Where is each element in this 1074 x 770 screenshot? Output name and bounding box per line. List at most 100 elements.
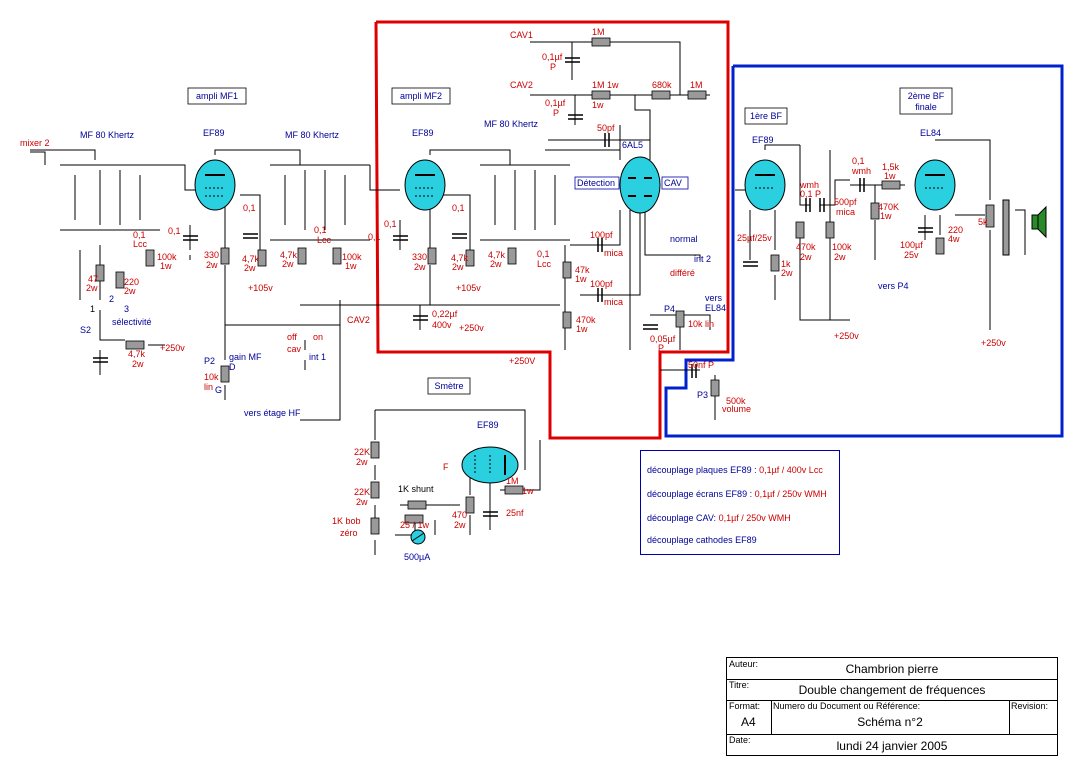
svg-text:1w: 1w bbox=[592, 100, 604, 110]
svg-text:Smètre: Smètre bbox=[434, 381, 463, 391]
svg-text:mica: mica bbox=[836, 207, 855, 217]
block-bf1: 1ère BF bbox=[744, 107, 788, 125]
svg-text:2: 2 bbox=[109, 294, 114, 304]
numero-value: Schéma n°2 bbox=[857, 715, 923, 729]
svg-text:Lcc: Lcc bbox=[317, 235, 332, 245]
svg-text:2w: 2w bbox=[282, 259, 294, 269]
svg-text:zéro: zéro bbox=[340, 528, 358, 538]
labels: mixer 2 MF 80 Khertz MF 80 Khertz MF 80 … bbox=[20, 30, 941, 562]
svg-text:EL84: EL84 bbox=[705, 303, 726, 313]
svg-text:0,1: 0,1 bbox=[168, 226, 181, 236]
svg-text:1M 1w: 1M 1w bbox=[592, 80, 619, 90]
svg-text:0,22µf: 0,22µf bbox=[432, 309, 458, 319]
shunt-label: 1K shunt bbox=[398, 484, 434, 494]
gain-mf-label: gain MF bbox=[229, 352, 262, 362]
svg-text:lin: lin bbox=[204, 382, 213, 392]
svg-text:2w: 2w bbox=[414, 262, 426, 272]
volume-label: volume bbox=[722, 404, 751, 414]
svg-text:0,1: 0,1 bbox=[314, 225, 327, 235]
note-cav: découplage CAV: bbox=[647, 513, 719, 523]
p3-label: P3 bbox=[697, 390, 708, 400]
svg-text:1: 1 bbox=[90, 304, 95, 314]
svg-text:1ère BF: 1ère BF bbox=[750, 111, 783, 121]
svg-text:0,1µf: 0,1µf bbox=[545, 98, 566, 108]
cav2-label: CAV2 bbox=[510, 80, 533, 90]
vers-p4: vers P4 bbox=[878, 281, 909, 291]
note-cathodes: découplage cathodes EF89 bbox=[647, 535, 757, 545]
svg-text:470K: 470K bbox=[878, 202, 899, 212]
int2-label: int 2 bbox=[694, 254, 711, 264]
normal-label: normal bbox=[670, 234, 698, 244]
svg-text:+105v: +105v bbox=[248, 283, 273, 293]
format-value: A4 bbox=[741, 715, 756, 729]
svg-text:finale: finale bbox=[915, 102, 937, 112]
svg-text:2w: 2w bbox=[452, 262, 464, 272]
svg-text:10k: 10k bbox=[204, 372, 219, 382]
svg-text:2w: 2w bbox=[206, 260, 218, 270]
svg-text:0,1: 0,1 bbox=[243, 203, 256, 213]
titre-label: Titre: bbox=[729, 680, 750, 690]
mf80c-label: MF 80 Khertz bbox=[484, 119, 539, 129]
ef89c-label: EF89 bbox=[752, 135, 774, 145]
notes-box: découplage plaques EF89 : 0,1µf / 400v L… bbox=[640, 450, 840, 555]
svg-text:470k: 470k bbox=[796, 242, 816, 252]
block-smetre: Smètre bbox=[427, 377, 471, 395]
svg-text:1w: 1w bbox=[522, 486, 534, 496]
note-ecrans: découplage écrans EF89 : bbox=[647, 489, 755, 499]
svg-text:330: 330 bbox=[412, 252, 427, 262]
svg-text:0,05µf: 0,05µf bbox=[650, 334, 676, 344]
svg-text:25 / 1w: 25 / 1w bbox=[400, 520, 430, 530]
svg-text:0,1 P: 0,1 P bbox=[800, 189, 821, 199]
cav2b-label: CAV2 bbox=[347, 315, 370, 325]
svg-text:2w: 2w bbox=[356, 497, 368, 507]
svg-text:4,7k: 4,7k bbox=[242, 254, 260, 264]
ef89b-label: EF89 bbox=[412, 128, 434, 138]
svg-text:1w: 1w bbox=[575, 274, 587, 284]
svg-text:4,7k: 4,7k bbox=[280, 250, 298, 260]
svg-text:+250V: +250V bbox=[509, 356, 535, 366]
svg-text:2w: 2w bbox=[86, 283, 98, 293]
svg-text:+105v: +105v bbox=[456, 283, 481, 293]
svg-text:500k: 500k bbox=[726, 396, 746, 406]
capacitors bbox=[93, 57, 933, 517]
svg-text:100pf: 100pf bbox=[590, 279, 613, 289]
bf-frame bbox=[664, 64, 1064, 438]
svg-text:1M: 1M bbox=[592, 27, 605, 37]
differe-label: différé bbox=[670, 268, 695, 278]
svg-text:2w: 2w bbox=[781, 268, 793, 278]
block-mf2: ampli MF2 bbox=[391, 87, 451, 105]
svg-text:330: 330 bbox=[204, 250, 219, 260]
auteur-label: Auteur: bbox=[729, 659, 759, 669]
svg-text:mica: mica bbox=[604, 248, 623, 258]
svg-text:1k: 1k bbox=[781, 259, 791, 269]
svg-text:+250v: +250v bbox=[160, 343, 185, 353]
svg-text:0,1: 0,1 bbox=[368, 232, 381, 242]
svg-text:100k: 100k bbox=[157, 252, 177, 262]
tube-ef89-mf1 bbox=[194, 159, 236, 211]
on-label: on bbox=[313, 332, 323, 342]
svg-text:25v: 25v bbox=[904, 250, 919, 260]
svg-text:2w: 2w bbox=[244, 263, 256, 273]
svg-text:2w: 2w bbox=[132, 359, 144, 369]
f-label: F bbox=[443, 462, 449, 472]
off-label: off bbox=[287, 332, 297, 342]
svg-text:3: 3 bbox=[124, 304, 129, 314]
svg-text:0,1: 0,1 bbox=[537, 249, 550, 259]
svg-text:2w: 2w bbox=[800, 252, 812, 262]
svg-text:1w: 1w bbox=[345, 261, 357, 271]
ef89a-label: EF89 bbox=[203, 128, 225, 138]
svg-text:47k: 47k bbox=[575, 265, 590, 275]
svg-text:G: G bbox=[215, 385, 222, 395]
tube-ef89-smetre bbox=[461, 446, 519, 484]
svg-text:0,1: 0,1 bbox=[133, 230, 146, 240]
svg-text:0,1: 0,1 bbox=[852, 156, 865, 166]
ua-label: 500µA bbox=[404, 552, 430, 562]
cav-label: CAV bbox=[664, 178, 682, 188]
mixer2-label: mixer 2 bbox=[20, 138, 50, 148]
svg-text:Lcc: Lcc bbox=[133, 239, 148, 249]
svg-text:47: 47 bbox=[88, 274, 98, 284]
tube-el84 bbox=[914, 159, 956, 211]
svg-text:400v: 400v bbox=[432, 320, 452, 330]
